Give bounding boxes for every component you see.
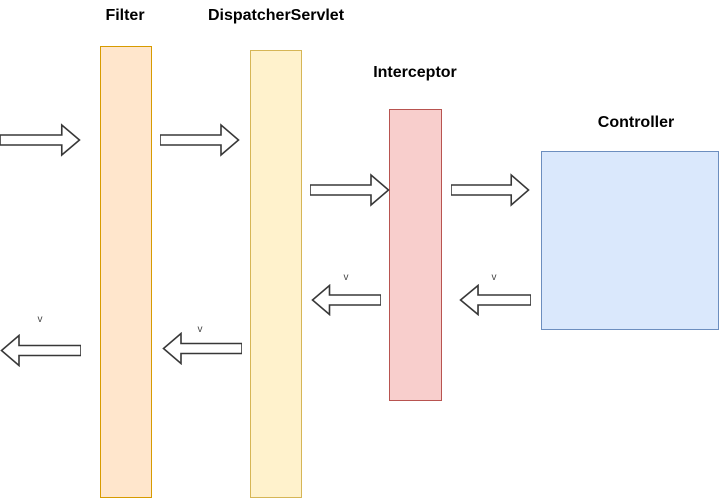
filter-lane-bar bbox=[100, 46, 152, 498]
return-mark: v bbox=[491, 272, 497, 283]
arrow-left-icon bbox=[0, 334, 81, 367]
return-mark: v bbox=[37, 314, 43, 325]
arrow-left-icon bbox=[311, 284, 381, 316]
dispatcher-servlet-label: DispatcherServlet bbox=[207, 7, 345, 24]
arrow-right-icon bbox=[310, 173, 390, 207]
controller-box bbox=[541, 151, 719, 330]
dispatcher-servlet-lane-bar bbox=[250, 50, 302, 498]
arrow-left-icon bbox=[459, 284, 531, 316]
arrow-right-icon bbox=[160, 123, 240, 157]
arrow-right-icon bbox=[0, 123, 81, 157]
filter-label: Filter bbox=[105, 7, 145, 24]
interceptor-lane-bar bbox=[389, 109, 442, 401]
controller-label: Controller bbox=[597, 114, 675, 131]
return-mark: v bbox=[343, 272, 349, 283]
arrow-left-icon bbox=[162, 332, 242, 365]
return-mark: v bbox=[197, 324, 203, 335]
interceptor-label: Interceptor bbox=[373, 64, 457, 81]
arrow-right-icon bbox=[451, 173, 530, 207]
